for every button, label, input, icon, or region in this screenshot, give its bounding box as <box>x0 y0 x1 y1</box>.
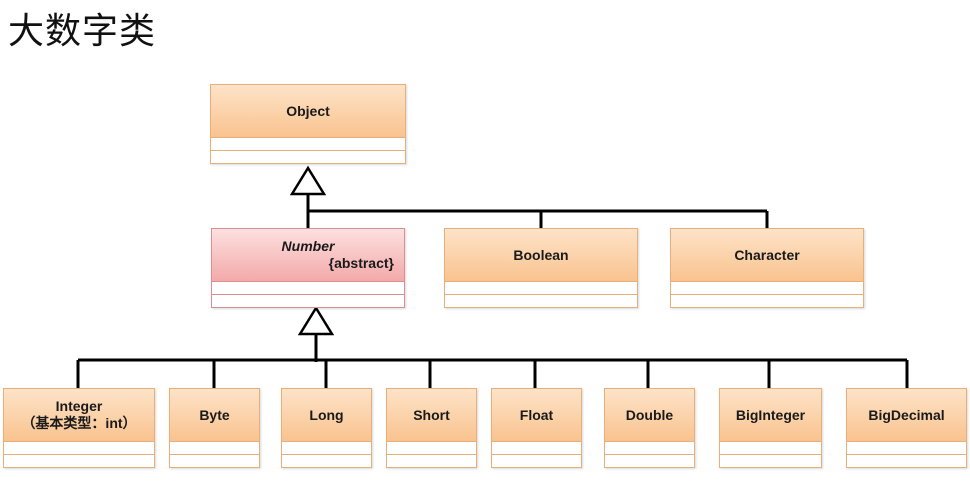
class-boolean: Boolean <box>444 228 638 308</box>
class-number-attributes <box>212 281 404 294</box>
class-boolean-attributes <box>445 281 637 294</box>
class-short: Short <box>386 388 477 468</box>
class-long-name: Long <box>282 389 371 441</box>
class-object-attributes <box>211 137 405 150</box>
class-byte-label: Byte <box>199 406 230 423</box>
class-float-attributes <box>492 441 581 454</box>
class-number-label: Number <box>281 238 335 254</box>
class-integer: Integer （基本类型：int） <box>3 388 155 468</box>
class-float-label: Float <box>519 406 554 423</box>
class-bigdecimal-attributes <box>847 441 966 454</box>
class-biginteger-attributes <box>720 441 821 454</box>
class-biginteger-label: BigInteger <box>735 406 806 423</box>
class-boolean-methods <box>445 294 637 307</box>
class-double: Double <box>604 388 695 468</box>
class-long-attributes <box>282 441 371 454</box>
class-integer-methods <box>4 454 154 467</box>
class-integer-name: Integer （基本类型：int） <box>4 389 154 441</box>
class-character-methods <box>671 294 863 307</box>
class-float: Float <box>491 388 582 468</box>
class-double-name: Double <box>605 389 694 441</box>
class-biginteger-methods <box>720 454 821 467</box>
class-byte-attributes <box>170 441 259 454</box>
class-bigdecimal-name: BigDecimal <box>847 389 966 441</box>
class-byte: Byte <box>169 388 260 468</box>
class-double-attributes <box>605 441 694 454</box>
class-bigdecimal-methods <box>847 454 966 467</box>
class-long: Long <box>281 388 372 468</box>
class-number-methods <box>212 294 404 307</box>
class-double-methods <box>605 454 694 467</box>
class-biginteger: BigInteger <box>719 388 822 468</box>
class-boolean-name: Boolean <box>445 229 637 281</box>
class-boolean-label: Boolean <box>513 246 569 263</box>
class-bigdecimal: BigDecimal <box>846 388 967 468</box>
class-integer-note: （基本类型：int） <box>21 415 137 431</box>
class-long-label: Long <box>309 406 344 423</box>
inheritance-arrow-object <box>306 194 769 228</box>
class-short-name: Short <box>387 389 476 441</box>
generalization-triangle-number <box>297 305 335 336</box>
class-integer-attributes <box>4 441 154 454</box>
class-number-name: Number {abstract} <box>212 229 404 281</box>
class-short-label: Short <box>413 406 450 423</box>
class-integer-label: Integer <box>55 398 103 414</box>
abstract-stereotype: {abstract} <box>328 255 394 271</box>
class-float-name: Float <box>492 389 581 441</box>
class-character-attributes <box>671 281 863 294</box>
class-character-label: Character <box>734 246 800 263</box>
class-bigdecimal-label: BigDecimal <box>868 406 945 423</box>
class-character-name: Character <box>671 229 863 281</box>
class-object-name: Object <box>211 85 405 137</box>
class-object: Object <box>210 84 406 164</box>
class-float-methods <box>492 454 581 467</box>
inheritance-arrow-number <box>76 334 909 388</box>
class-short-attributes <box>387 441 476 454</box>
class-character: Character <box>670 228 864 308</box>
generalization-triangle-object <box>289 165 327 196</box>
class-long-methods <box>282 454 371 467</box>
class-byte-name: Byte <box>170 389 259 441</box>
page-title: 大数字类 <box>8 11 157 52</box>
class-short-methods <box>387 454 476 467</box>
class-object-label: Object <box>286 102 330 119</box>
class-number: Number {abstract} <box>211 228 405 308</box>
class-double-label: Double <box>625 406 674 423</box>
class-object-methods <box>211 150 405 163</box>
class-biginteger-name: BigInteger <box>720 389 821 441</box>
class-byte-methods <box>170 454 259 467</box>
